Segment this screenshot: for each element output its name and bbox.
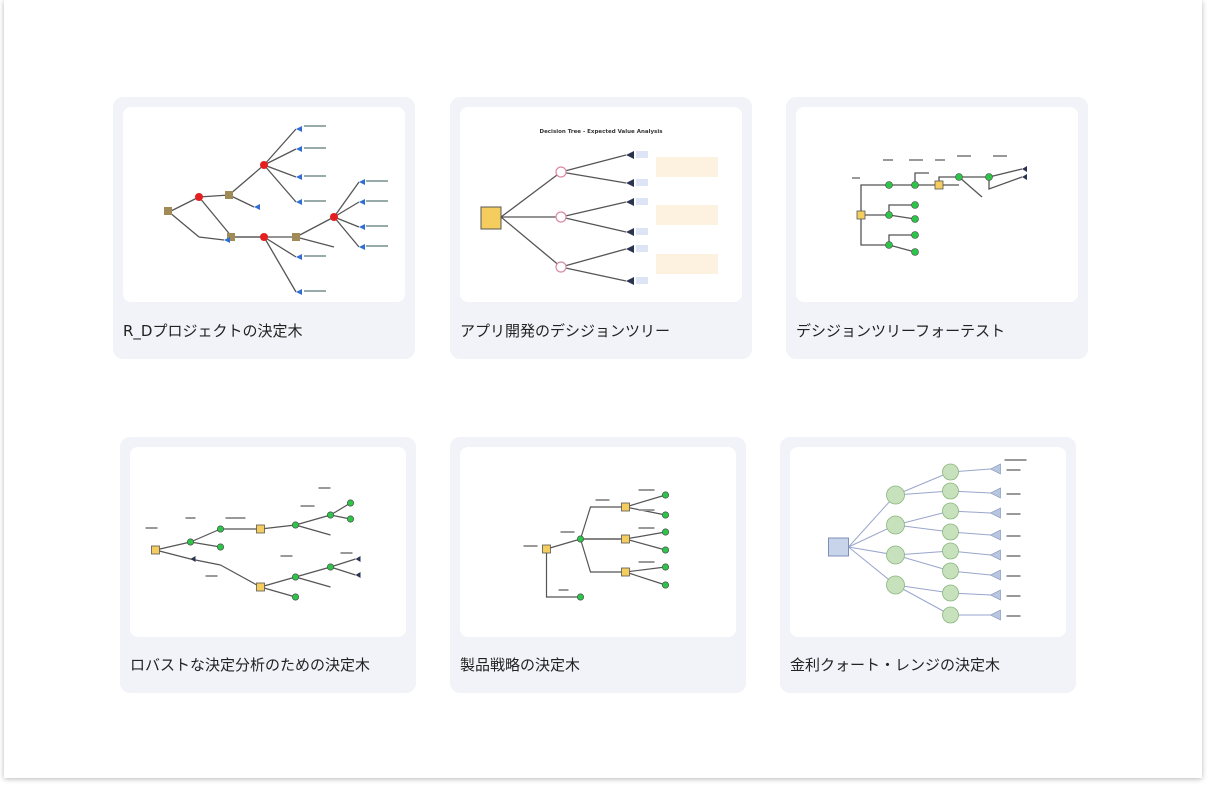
- test-tree-preview: [852, 155, 1027, 256]
- robust-tree-preview: [145, 487, 361, 601]
- app-tree-preview: Decision Tree - Expected Value Analysis: [480, 129, 718, 285]
- template-card-app-development[interactable]: Decision Tree - Expected Value Analysis: [450, 97, 752, 359]
- template-gallery: R_Dプロジェクトの決定木 Decision Tree - Expected V…: [4, 0, 1202, 778]
- decision-tree-thumbnail-icon: [460, 447, 736, 637]
- template-card-title: デシジョンツリーフォーテスト: [796, 322, 1006, 340]
- template-card-interest-rate-range[interactable]: 金利クォート・レンジの決定木: [780, 437, 1076, 693]
- decision-tree-thumbnail-icon: [790, 447, 1066, 637]
- template-card-robust-analysis[interactable]: ロバストな決定分析のための決定木: [120, 437, 416, 693]
- decision-tree-thumbnail-icon: [796, 107, 1078, 302]
- template-card-title: 製品戦略の決定木: [460, 656, 581, 674]
- template-card-product-strategy[interactable]: 製品戦略の決定木: [450, 437, 746, 693]
- template-card-title: アプリ開発のデシジョンツリー: [460, 322, 671, 340]
- template-card-title: 金利クォート・レンジの決定木: [790, 656, 1001, 674]
- decision-tree-thumbnail-icon: [130, 447, 406, 637]
- preview-heading: Decision Tree - Expected Value Analysis: [540, 129, 664, 135]
- decision-tree-thumbnail-icon: Decision Tree - Expected Value Analysis: [460, 107, 742, 302]
- product-tree-preview: [523, 489, 670, 601]
- rd-tree-preview: [164, 125, 388, 295]
- template-card-decision-tree-test[interactable]: デシジョンツリーフォーテスト: [786, 97, 1088, 359]
- rate-tree-preview: [828, 459, 1027, 624]
- decision-tree-thumbnail-icon: [123, 107, 405, 302]
- template-card-title: R_Dプロジェクトの決定木: [123, 322, 303, 340]
- template-card-rd-project[interactable]: R_Dプロジェクトの決定木: [113, 97, 415, 359]
- template-card-title: ロバストな決定分析のための決定木: [130, 656, 371, 674]
